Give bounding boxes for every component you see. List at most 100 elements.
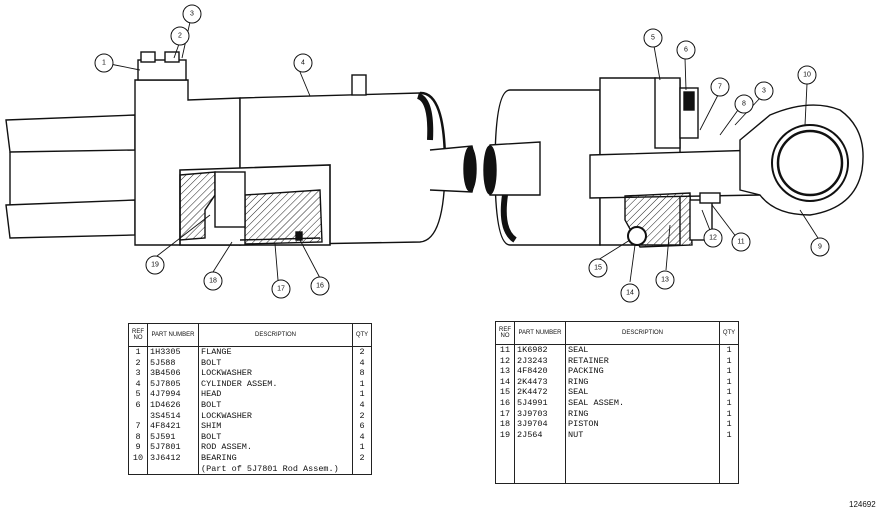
callout-1: 1 (94, 53, 114, 73)
svg-text:1: 1 (102, 60, 106, 67)
col-header-part: PART NUMBER (514, 321, 566, 345)
ref-cell: 5 (128, 389, 148, 400)
description-cell: LOCKWASHER (198, 368, 353, 379)
part-number-cell: 5J7801 (147, 442, 199, 453)
ref-cell (495, 450, 515, 462)
svg-text:11: 11 (737, 239, 744, 246)
callout-2: 2 (170, 26, 190, 46)
svg-text:3: 3 (190, 11, 194, 18)
svg-text:17: 17 (277, 286, 285, 293)
part-number-cell (514, 450, 566, 462)
description-cell (565, 450, 720, 462)
qty-cell (719, 450, 739, 462)
callout-13: 13 (655, 270, 675, 290)
ref-cell: 8 (128, 431, 148, 443)
part-number-cell: 2J564 (514, 429, 566, 441)
part-number-cell: 5J7805 (147, 378, 199, 390)
ref-cell: 15 (495, 387, 515, 398)
description-cell: FLANGE (198, 346, 353, 358)
piston-rod (589, 149, 761, 199)
callout-10: 10 (797, 65, 817, 85)
svg-text:15: 15 (594, 265, 602, 272)
description-cell: RETAINER (565, 355, 720, 367)
description-cell: BOLT (198, 431, 353, 443)
qty-cell: 2 (352, 452, 372, 464)
description-cell: BOLT (198, 357, 353, 369)
svg-text:2: 2 (178, 33, 182, 40)
qty-cell (719, 461, 739, 473)
svg-text:12: 12 (709, 235, 717, 242)
ref-cell: 14 (495, 376, 515, 388)
col-header-ref: REF NO (128, 323, 148, 347)
col-header-qty: QTY (352, 323, 372, 347)
description-cell: BOLT (198, 399, 353, 411)
part-number-cell (514, 461, 566, 473)
svg-text:8: 8 (742, 101, 746, 108)
svg-text:6: 6 (684, 47, 688, 54)
ref-cell (495, 472, 515, 484)
qty-cell: 4 (352, 399, 372, 411)
right-cylinder-view (483, 77, 864, 248)
part-number-cell: 3J9703 (514, 408, 566, 420)
qty-cell: 1 (719, 344, 739, 356)
qty-cell: 1 (719, 397, 739, 409)
qty-cell: 4 (352, 431, 372, 443)
description-cell: LOCKWASHER (198, 410, 353, 422)
part-number-cell: 1H3305 (147, 346, 199, 358)
flange (137, 59, 187, 81)
port-boss (351, 74, 367, 96)
part-number-cell: 2K4472 (514, 387, 566, 398)
qty-cell: 1 (719, 419, 739, 430)
nut (214, 171, 246, 228)
callout-4: 4 (293, 53, 313, 73)
part-number-cell (514, 472, 566, 484)
description-cell (565, 472, 720, 484)
qty-cell: 1 (719, 429, 739, 441)
svg-text:13: 13 (661, 277, 669, 284)
left-cylinder-view (5, 51, 477, 246)
part-number-cell: 1D4626 (147, 399, 199, 411)
leader-lines (109, 21, 819, 283)
ref-cell: 2 (128, 357, 148, 369)
part-number-cell: 1K6982 (514, 344, 566, 356)
ref-cell (495, 440, 515, 451)
description-cell: SEAL (565, 344, 720, 356)
callout-17: 17 (271, 279, 291, 299)
svg-text:18: 18 (209, 278, 217, 285)
description-cell (565, 461, 720, 473)
table-row (495, 472, 739, 484)
qty-cell (719, 440, 739, 451)
qty-cell: 1 (352, 378, 372, 390)
ref-cell: 10 (128, 452, 148, 464)
description-cell: PACKING (565, 366, 720, 377)
ref-cell (128, 410, 148, 422)
description-cell: RING (565, 408, 720, 420)
callout-14: 14 (620, 283, 640, 303)
callout-18: 18 (203, 271, 223, 291)
qty-cell: 6 (352, 421, 372, 432)
description-cell: RING (565, 376, 720, 388)
qty-cell: 1 (719, 366, 739, 377)
part-number-cell: 4F8421 (147, 421, 199, 432)
ref-cell: 4 (128, 378, 148, 390)
ref-cell: 13 (495, 366, 515, 377)
callout-15: 15 (588, 258, 608, 278)
ref-cell: 17 (495, 408, 515, 420)
bolt-head (164, 51, 180, 63)
part-number-cell: 3J6412 (147, 452, 199, 464)
qty-cell: 4 (352, 357, 372, 369)
ref-cell: 6 (128, 399, 148, 411)
part-number-cell: 4F8420 (514, 366, 566, 377)
ref-cell: 7 (128, 421, 148, 432)
part-number-cell: 2J3243 (514, 355, 566, 367)
clevis-fork (5, 114, 136, 239)
